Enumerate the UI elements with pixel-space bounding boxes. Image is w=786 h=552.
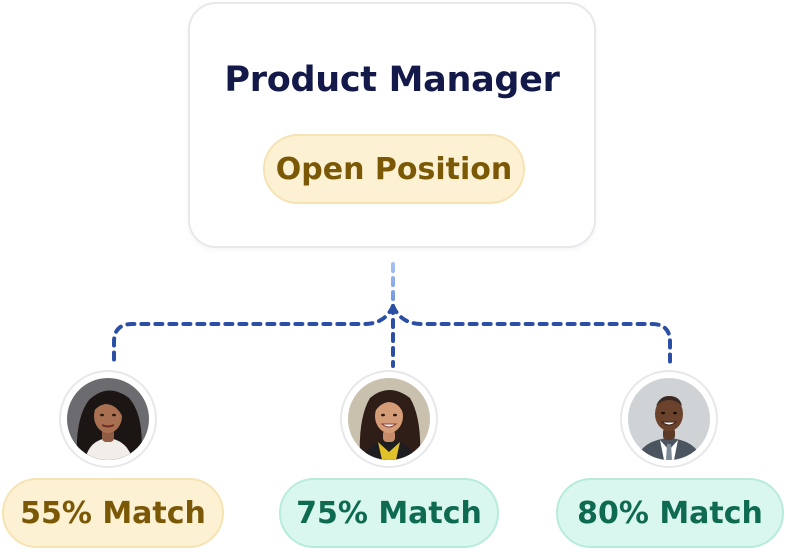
candidate-avatar[interactable]	[59, 370, 157, 468]
woman-portrait-icon	[348, 378, 430, 460]
match-badge: 80% Match	[556, 478, 784, 548]
connector-right	[391, 304, 672, 368]
job-title: Product Manager	[224, 60, 560, 100]
man-portrait-icon	[628, 378, 710, 460]
status-badge: Open Position	[263, 134, 525, 204]
woman-portrait-icon	[67, 378, 149, 460]
connector-left	[112, 304, 395, 368]
match-badge: 75% Match	[279, 478, 499, 548]
match-badge: 55% Match	[2, 478, 224, 548]
candidate-avatar[interactable]	[620, 370, 718, 468]
job-card[interactable]: Product Manager Open Position	[188, 2, 596, 248]
candidate-avatar[interactable]	[340, 370, 438, 468]
